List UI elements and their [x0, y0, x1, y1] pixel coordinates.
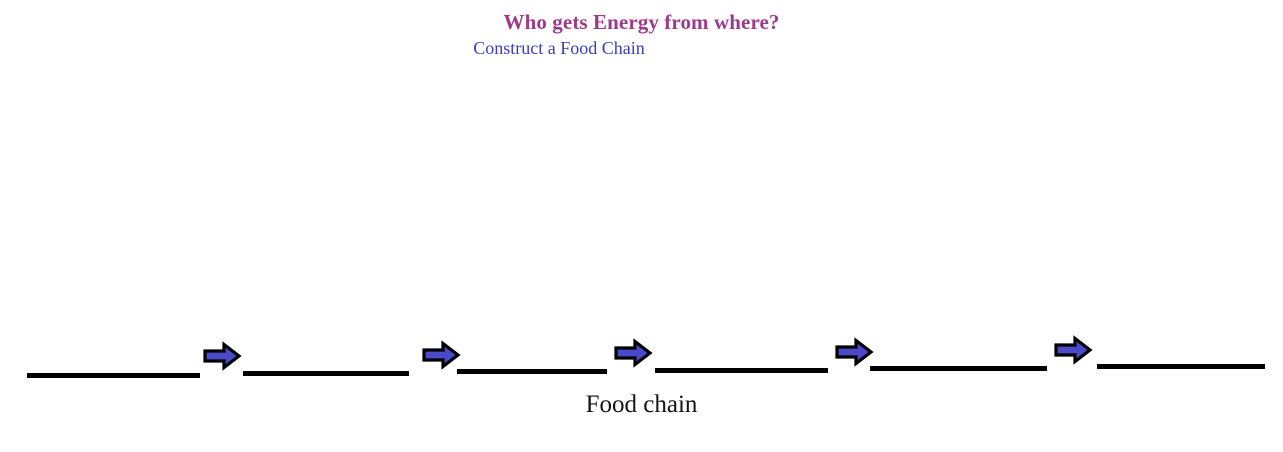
food-chain-diagram — [0, 330, 1283, 390]
food-chain-blank-4[interactable] — [655, 368, 828, 373]
page-subtitle: Construct a Food Chain — [473, 37, 645, 58]
right-arrow-icon — [203, 341, 242, 371]
right-arrow-icon — [835, 337, 874, 367]
food-chain-blank-2[interactable] — [243, 371, 409, 376]
food-chain-blank-1[interactable] — [27, 373, 200, 378]
food-chain-blank-5[interactable] — [870, 366, 1047, 371]
right-arrow-icon — [422, 340, 461, 370]
page-title: Who gets Energy from where? — [503, 10, 780, 34]
right-arrow-icon — [1054, 335, 1093, 365]
food-chain-blank-6[interactable] — [1097, 364, 1265, 369]
food-chain-caption: Food chain — [585, 391, 698, 418]
right-arrow-icon — [614, 338, 653, 368]
food-chain-blank-3[interactable] — [457, 369, 607, 374]
worksheet-header: Who gets Energy from where? Construct a … — [0, 0, 1283, 58]
